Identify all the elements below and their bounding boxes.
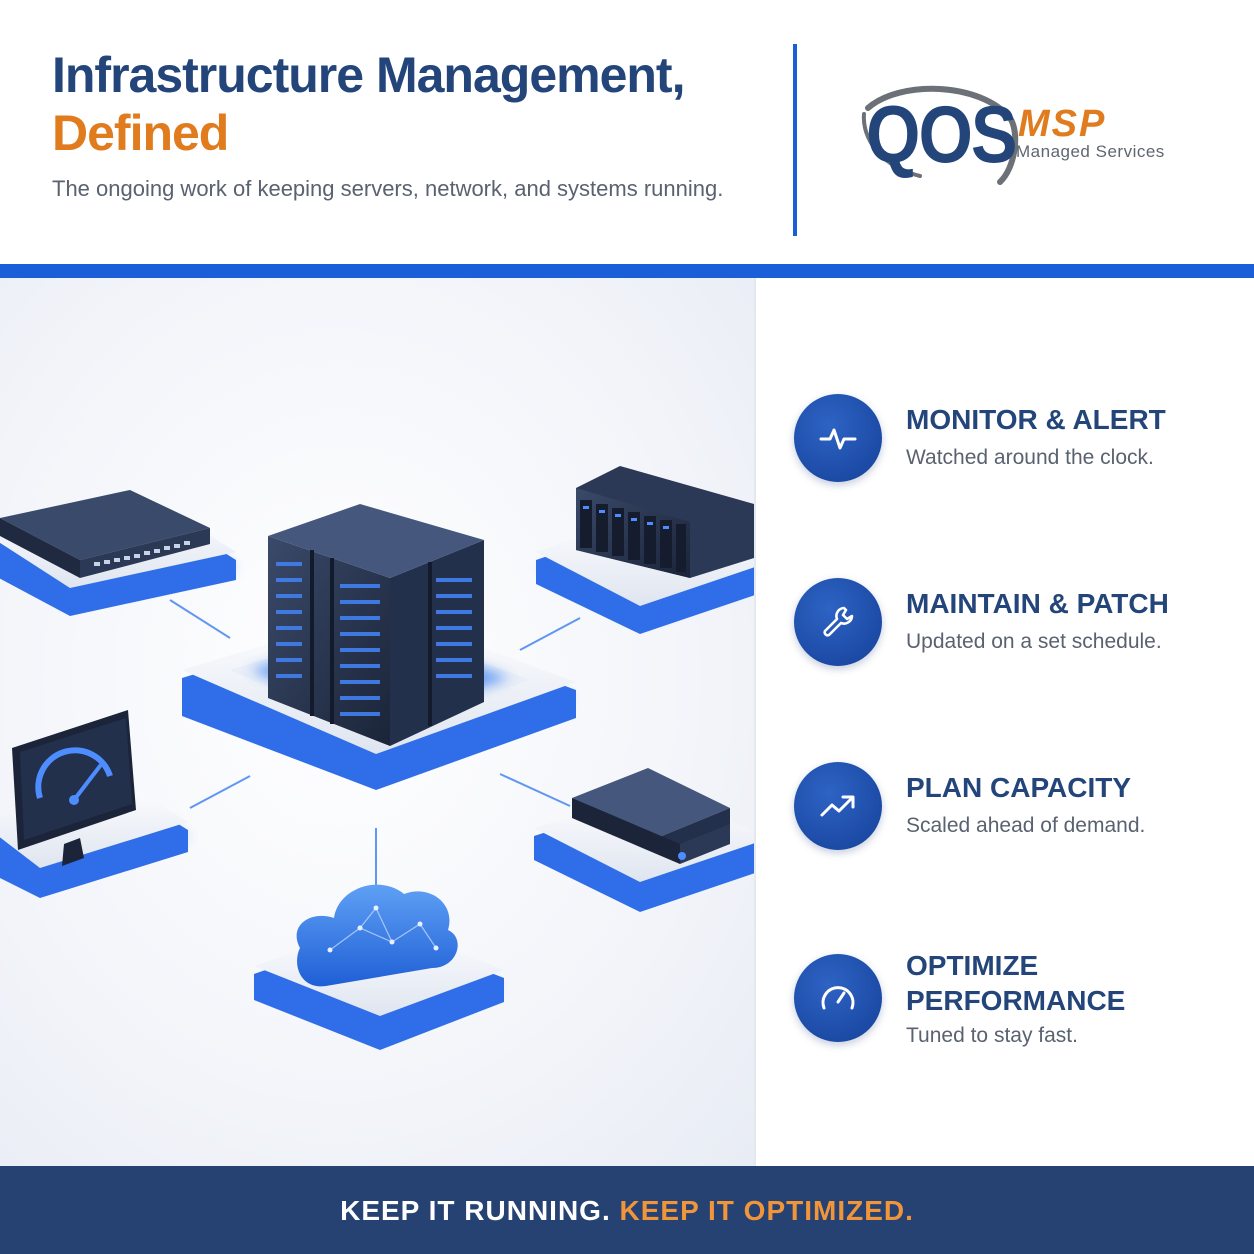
network-switch-icon	[0, 490, 236, 616]
header: Infrastructure Management, Defined The o…	[0, 0, 1254, 264]
feature-list: MONITOR & ALERT Watched around the clock…	[756, 278, 1254, 1166]
page-subtitle: The ongoing work of keeping servers, net…	[52, 176, 724, 201]
footer-banner: KEEP IT RUNNING. KEEP IT OPTIMIZED.	[0, 1166, 1254, 1254]
speedometer-monitor-icon	[0, 710, 188, 898]
wrench-icon	[794, 578, 882, 666]
feature-description: Updated on a set schedule.	[906, 630, 1162, 653]
pulse-icon	[794, 394, 882, 482]
panel-separator	[754, 278, 756, 1166]
logo-swoosh-icon	[861, 85, 1019, 185]
logo-msp-text: MSP	[1018, 103, 1107, 145]
trend-up-icon	[794, 762, 882, 850]
feature-description: Watched around the clock.	[906, 446, 1154, 469]
title-line-2: Defined	[52, 105, 229, 161]
logo-tagline: Managed Services	[1016, 142, 1165, 161]
gauge-icon	[794, 954, 882, 1042]
company-logo: QOS MSP Managed Services	[860, 78, 1190, 188]
hard-drive-icon	[534, 768, 754, 912]
feature-title: MAINTAIN & PATCH	[906, 588, 1169, 619]
feature-title: PLAN CAPACITY	[906, 772, 1132, 803]
infrastructure-illustration-svg	[0, 466, 754, 1050]
storage-array-icon	[536, 466, 754, 634]
feature-description: Tuned to stay fast.	[906, 1024, 1078, 1047]
page-title: Infrastructure Management, Defined	[52, 46, 772, 162]
server-rack-icon	[182, 504, 576, 790]
feature-title: MONITOR & ALERT	[906, 404, 1166, 435]
feature-description: Scaled ahead of demand.	[906, 814, 1146, 837]
feature-title: OPTIMIZE PERFORMANCE	[906, 950, 1126, 1016]
connection-lines	[169, 599, 581, 888]
title-line-1: Infrastructure Management,	[52, 47, 685, 103]
cloud-icon	[254, 884, 504, 1050]
footer-slogan-part-2: KEEP IT OPTIMIZED.	[619, 1195, 914, 1226]
footer-slogan: KEEP IT RUNNING. KEEP IT OPTIMIZED.	[0, 1194, 1254, 1228]
footer-slogan-part-1: KEEP IT RUNNING.	[340, 1195, 611, 1226]
infrastructure-illustration	[0, 278, 754, 1166]
header-accent-bar	[0, 264, 1254, 278]
header-divider	[793, 44, 797, 236]
logo-brand-text: QOS	[866, 89, 1018, 180]
